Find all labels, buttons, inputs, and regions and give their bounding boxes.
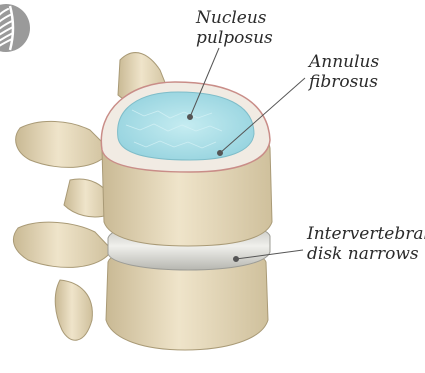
intervertebral-disk-label: Intervertebral disk narrows xyxy=(307,224,425,264)
annulus-fibrosus-label: Annulus fibrosus xyxy=(309,52,419,92)
annulus-leader-dot xyxy=(218,151,223,156)
annulus-label-line2: fibrosus xyxy=(309,72,419,92)
nucleus-leader-dot xyxy=(188,115,193,120)
disk-label-line1: Intervertebral xyxy=(307,224,425,244)
nucleus-label-line2: pulposus xyxy=(196,28,316,48)
annulus-label-line1: Annulus xyxy=(309,52,419,72)
spine-icon xyxy=(0,4,30,52)
nucleus-pulposus xyxy=(118,92,254,160)
disk-label-line2: disk narrows xyxy=(307,244,425,264)
nucleus-pulposus-label: Nucleus pulposus xyxy=(196,8,316,48)
disk-leader-dot xyxy=(234,257,239,262)
nucleus-label-line1: Nucleus xyxy=(196,8,316,28)
